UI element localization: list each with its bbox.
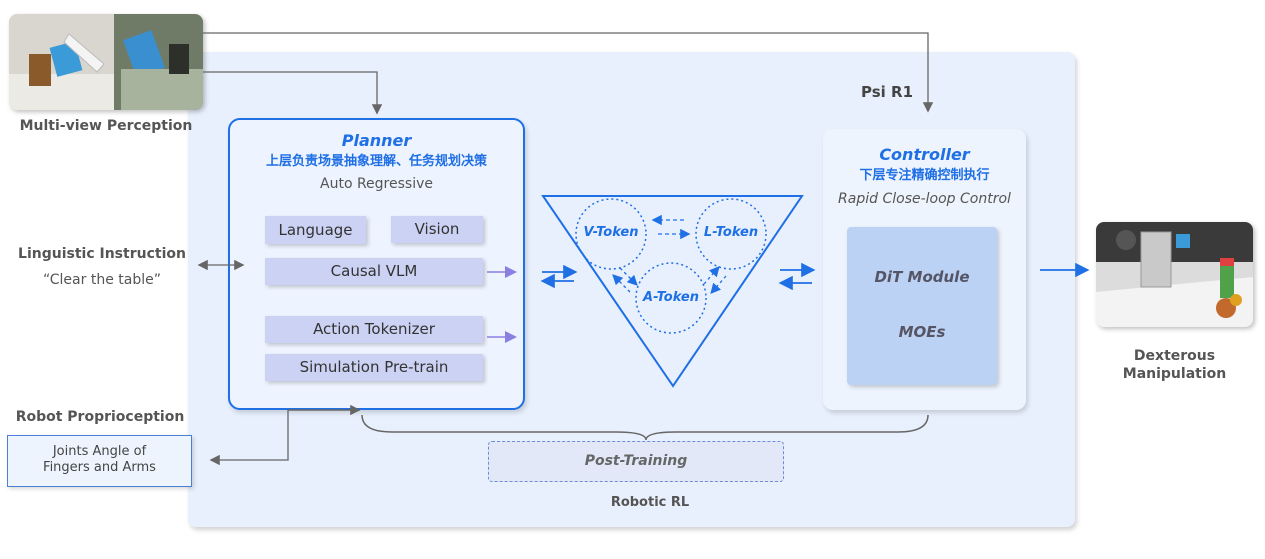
l-token-circle — [695, 198, 767, 270]
a-token-circle — [635, 262, 707, 334]
post-training-brace — [361, 414, 929, 441]
controller-mode: Rapid Close-loop Control — [838, 191, 1011, 207]
joints-line-2: Fingers and Arms — [43, 460, 156, 475]
v-to-a-arrow — [619, 267, 638, 286]
dit-module-label: DiT Module — [874, 268, 970, 286]
controller-title: Controller — [879, 145, 970, 164]
perception-label: Multi-view Perception — [19, 118, 193, 134]
joints-angle-box: Joints Angle of Fingers and Arms — [7, 435, 192, 487]
perception-to-controller-arrow — [203, 32, 934, 113]
proprioception-label: Robot Proprioception — [15, 409, 185, 425]
joints-line-1: Joints Angle of — [52, 444, 147, 459]
post-training-box — [488, 441, 784, 482]
linguistic-instruction-label: Linguistic Instruction — [18, 246, 186, 262]
output-line-2: Manipulation — [1122, 366, 1227, 382]
causal-vlm-module: Causal VLM — [265, 258, 483, 285]
v-token-label: V-Token — [583, 225, 639, 240]
multi-view-perception-image — [9, 14, 203, 110]
v-token-circle — [575, 198, 647, 270]
a-to-v-arrow — [612, 274, 631, 293]
token-triangle — [541, 195, 804, 388]
system-label: Psi R1 — [861, 83, 914, 101]
action-tokenizer-module: Action Tokenizer — [265, 316, 483, 343]
controller-subtitle: 下层专注精确控制执行 — [859, 168, 990, 183]
simulation-pretrain-module: Simulation Pre-train — [265, 354, 483, 381]
l-to-a-arrow — [710, 275, 727, 294]
vision-module: Vision — [391, 216, 483, 243]
dit-module-box — [847, 227, 997, 385]
a-token-label: A-Token — [643, 290, 699, 305]
planner-mode: Auto Regressive — [320, 176, 433, 192]
dexterous-manipulation-image — [1096, 222, 1253, 327]
post-training-label: Post-Training — [584, 453, 688, 469]
linguistic-instruction-example: “Clear the table” — [43, 272, 161, 288]
output-line-1: Dexterous — [1133, 348, 1216, 364]
language-module: Language — [265, 216, 366, 244]
robotic-rl-label: Robotic RL — [610, 495, 690, 510]
a-to-l-arrow — [703, 266, 720, 285]
proprioception-arrow — [209, 409, 360, 466]
planner-title: Planner — [341, 131, 412, 150]
perception-to-planner-arrow — [203, 71, 383, 115]
planner-subtitle: 上层负责场景抽象理解、任务规划决策 — [265, 154, 487, 169]
moes-label: MOEs — [898, 323, 946, 341]
l-token-label: L-Token — [703, 225, 759, 240]
